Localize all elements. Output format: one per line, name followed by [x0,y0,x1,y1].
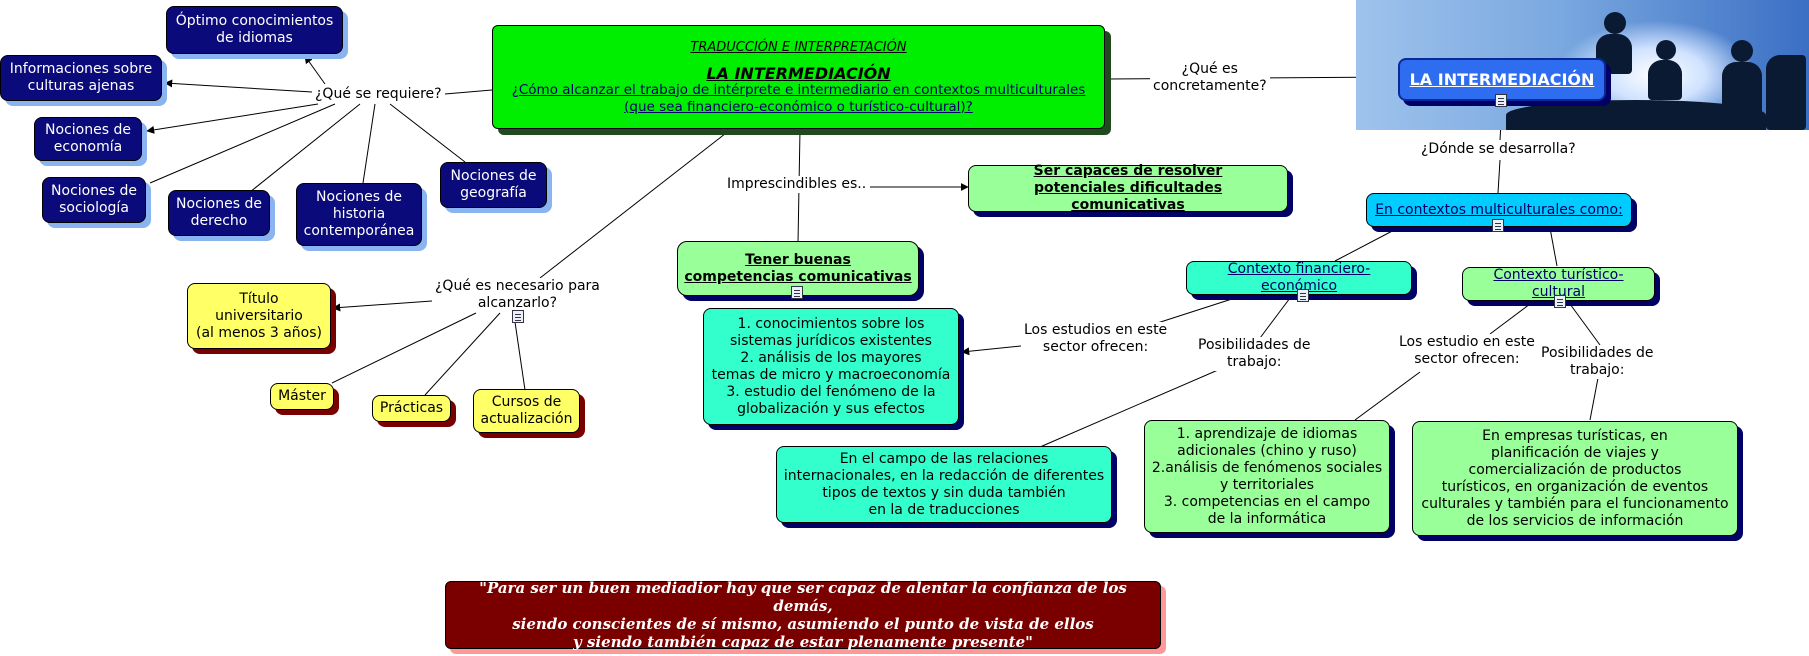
node-resolver[interactable]: Ser capaces de resolver potenciales difi… [968,163,1288,213]
node-trabajo-turistico[interactable]: En empresas turísticas, en planificación… [1412,421,1738,536]
node-estudios-financiero[interactable]: 1. conocimientos sobre los sistemas jurí… [703,308,959,425]
silhouette-icon [1656,40,1676,60]
imprescindibles-label: Imprescindibles es.. [724,176,870,193]
estudios-financiero-label: Los estudios en este sector ofrecen: [1021,322,1171,356]
node-contextos[interactable]: En contextos multiculturales como: [1366,193,1632,227]
note-icon[interactable] [1495,94,1507,107]
estudio-turistico-label: Los estudio en este sector ofrecen: [1396,334,1538,368]
node-competencias[interactable]: Tener buenas competencias comunicativas [677,241,919,296]
node-master[interactable]: Máster [270,383,334,410]
note-icon[interactable] [1297,289,1309,302]
contextos-text: En contextos multiculturales como: [1375,201,1623,218]
contexto-turistico-text: Contexto turístico-cultural [1493,267,1624,300]
node-culturas[interactable]: Informaciones sobre culturas ajenas [0,55,162,101]
quote-box[interactable]: "Para ser un buen mediadior hay que ser … [445,579,1161,651]
node-contexto-financiero[interactable]: Contexto financiero-económico [1186,261,1412,295]
node-trabajo-financiero[interactable]: En el campo de las relaciones internacio… [776,446,1112,523]
node-practicas[interactable]: Prácticas [372,395,451,422]
note-icon[interactable] [1554,295,1566,308]
intermediacion-title: LA INTERMEDIACIÓN [1409,70,1595,89]
node-geografia[interactable]: Nociones de geografía [440,162,547,208]
note-icon[interactable] [791,286,803,299]
note-icon[interactable] [512,310,524,323]
center-title: LA INTERMEDIACIÓN [706,63,891,83]
node-titulo[interactable]: Título universitario (al menos 3 años) [187,283,331,349]
silhouette-icon [1648,60,1682,100]
requires-label: ¿Qué se requiere? [312,86,445,103]
node-idiomas[interactable]: Óptimo conocimientos de idiomas [166,6,343,54]
node-derecho[interactable]: Nociones de derecho [168,190,270,236]
silhouette-icon [1731,40,1753,62]
necesario-label: ¿Qué es necesario para alcanzarlo? [432,278,603,312]
donde-label: ¿Dónde se desarrolla? [1418,141,1579,158]
center-heading: TRADUCCIÓN E INTERPRETACIÓN [690,39,907,55]
contexto-financiero-text: Contexto financiero-económico [1227,261,1371,294]
node-cursos[interactable]: Cursos de actualización [473,389,580,433]
concretamente-label: ¿Qué es concretamente? [1150,61,1270,95]
node-historia[interactable]: Nociones de historia contemporánea [296,183,422,246]
trabajo-turistico-label: Posibilidades de trabajo: [1538,345,1657,379]
node-economia[interactable]: Nociones de economía [34,117,142,161]
trabajo-financiero-label: Posibilidades de trabajo: [1195,337,1314,371]
node-sociologia[interactable]: Nociones de sociología [42,177,146,223]
note-icon[interactable] [1492,219,1504,232]
table-shape [1506,100,1766,130]
silhouette-icon [1766,55,1806,130]
silhouette-icon [1604,12,1626,34]
node-estudio-turistico[interactable]: 1. aprendizaje de idiomas adicionales (c… [1144,420,1390,533]
center-topic[interactable]: TRADUCCIÓN E INTERPRETACIÓN LA INTERMEDI… [492,25,1105,129]
center-question: ¿Cómo alcanzar el trabajo de intérprete … [511,81,1086,115]
